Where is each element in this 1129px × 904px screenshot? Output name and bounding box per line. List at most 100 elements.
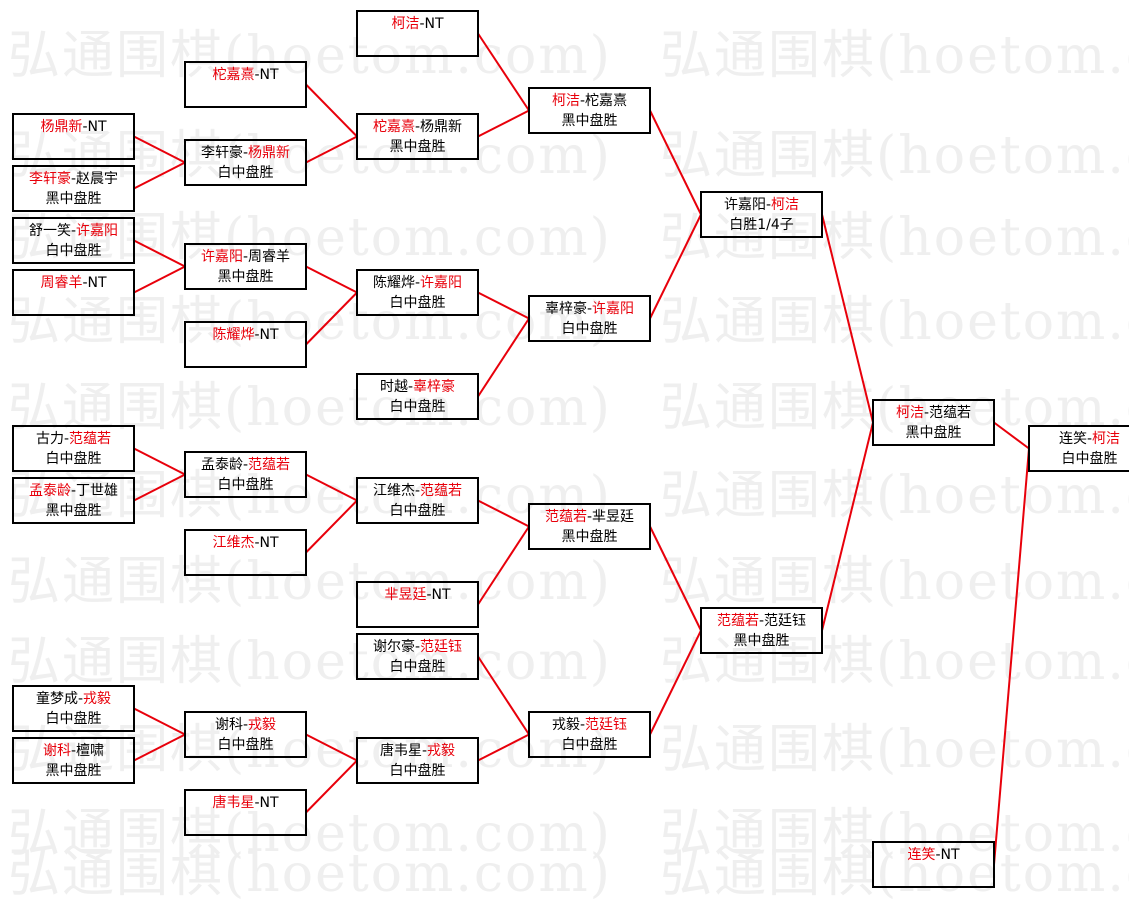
bracket-connector-line (649, 110, 702, 215)
player-text: -NT (426, 587, 451, 603)
player-text: 时越- (379, 379, 414, 395)
match-box: 舒一笑-许嘉阳白中盘胜 (12, 217, 135, 264)
match-box: 时越-辜梓豪白中盘胜 (356, 373, 479, 420)
bracket-connector-line (133, 733, 186, 762)
match-box: 连笑-NT (872, 841, 995, 888)
player-text: -周睿羊 (242, 249, 291, 265)
match-box: 芈昱廷-NT (356, 581, 479, 628)
winner-name: 范蕴若 (69, 431, 112, 447)
player-text: -NT (419, 16, 444, 32)
winner-name: 谢科 (42, 743, 71, 759)
match-players: 唐韦星-戎毅 (358, 741, 477, 761)
winner-name: 江维杰 (212, 535, 255, 551)
bracket-connector-line (477, 291, 530, 320)
match-result: 黑中盘胜 (45, 763, 102, 779)
player-text: 戎毅- (551, 717, 586, 733)
player-text: 谢尔豪- (372, 639, 421, 655)
match-result: 白中盘胜 (45, 243, 102, 259)
match-box: 李轩豪-赵晨宇黑中盘胜 (12, 165, 135, 212)
match-box: 谢尔豪-范廷钰白中盘胜 (356, 633, 479, 680)
winner-name: 范蕴若 (716, 613, 759, 629)
bracket-connector-line (993, 448, 1030, 865)
player-text: 孟泰龄- (200, 457, 249, 473)
winner-name: 杨鼎新 (40, 119, 83, 135)
match-result: 黑中盘胜 (217, 269, 274, 285)
match-box: 陈耀烨-许嘉阳白中盘胜 (356, 269, 479, 316)
player-text: -柁嘉熹 (579, 93, 628, 109)
winner-name: 范廷钰 (585, 717, 628, 733)
bracket-connector-line (305, 83, 358, 138)
match-result: 白中盘胜 (217, 477, 274, 493)
player-text: 谢科- (214, 717, 249, 733)
match-result: 黑中盘胜 (561, 529, 618, 545)
bracket-connector-line (477, 32, 530, 112)
match-result: 白中盘胜 (389, 399, 446, 415)
match-box: 柯洁-柁嘉熹黑中盘胜 (528, 87, 651, 134)
player-text: 许嘉阳- (723, 197, 772, 213)
match-box: 范蕴若-范廷钰黑中盘胜 (700, 607, 823, 654)
match-result: 白中盘胜 (45, 451, 102, 467)
player-text: 辜梓豪- (544, 301, 593, 317)
match-box: 陈耀烨-NT (184, 321, 307, 368)
match-players: 许嘉阳-周睿羊 (186, 247, 305, 267)
player-text: -NT (254, 67, 279, 83)
match-result: 白中盘胜 (389, 503, 446, 519)
bracket-connector-line (133, 239, 186, 268)
bracket-connector-line (649, 630, 702, 735)
bracket-connector-line (477, 525, 530, 606)
match-box: 李轩豪-杨鼎新白中盘胜 (184, 139, 307, 186)
match-result: 白中盘胜 (45, 711, 102, 727)
player-text: -NT (82, 119, 107, 135)
match-result: 白中盘胜 (389, 763, 446, 779)
player-text: -芈昱廷 (586, 509, 635, 525)
winner-name: 孟泰龄 (28, 483, 71, 499)
match-box: 谢科-戎毅白中盘胜 (184, 711, 307, 758)
match-box: 谢科-檀啸黑中盘胜 (12, 737, 135, 784)
match-players: 范蕴若-范廷钰 (702, 611, 821, 631)
player-text: -赵晨宇 (70, 171, 119, 187)
player-text: 陈耀烨- (372, 275, 421, 291)
match-players: 唐韦星-NT (186, 793, 305, 813)
bracket-connector-line (133, 473, 186, 502)
match-players: 古力-范蕴若 (14, 429, 133, 449)
match-players: 孟泰龄-范蕴若 (186, 455, 305, 475)
match-players: 范蕴若-芈昱廷 (530, 507, 649, 527)
match-players: 周睿羊-NT (14, 273, 133, 293)
bracket-connector-line (305, 265, 358, 294)
bracket-connector-line (305, 135, 358, 164)
winner-name: 戎毅 (83, 691, 112, 707)
winner-name: 柯洁 (551, 93, 580, 109)
match-result: 黑中盘胜 (45, 503, 102, 519)
match-result: 白胜1/4子 (729, 217, 794, 233)
winner-name: 戎毅 (248, 717, 277, 733)
bracket-connector-line (649, 526, 702, 631)
match-result: 白中盘胜 (217, 737, 274, 753)
match-result: 白中盘胜 (389, 659, 446, 675)
player-text: -NT (254, 327, 279, 343)
match-players: 辜梓豪-许嘉阳 (530, 299, 649, 319)
bracket-connector-line (133, 265, 186, 294)
match-players: 江维杰-NT (186, 533, 305, 553)
match-box: 戎毅-范廷钰白中盘胜 (528, 711, 651, 758)
bracket-connector-line (477, 317, 530, 398)
winner-name: 许嘉阳 (420, 275, 463, 291)
player-text: 童梦成- (35, 691, 84, 707)
match-players: 舒一笑-许嘉阳 (14, 221, 133, 241)
bracket-connector-line (477, 109, 530, 138)
match-box: 柯洁-范蕴若黑中盘胜 (872, 399, 995, 446)
player-text: -NT (935, 847, 960, 863)
winner-name: 李轩豪 (28, 171, 71, 187)
match-box: 辜梓豪-许嘉阳白中盘胜 (528, 295, 651, 342)
match-box: 范蕴若-芈昱廷黑中盘胜 (528, 503, 651, 550)
winner-name: 陈耀烨 (212, 327, 255, 343)
player-text: -范蕴若 (923, 405, 972, 421)
player-text: -丁世雄 (70, 483, 119, 499)
match-box: 杨鼎新-NT (12, 113, 135, 160)
winner-name: 许嘉阳 (200, 249, 243, 265)
match-players: 柁嘉熹-NT (186, 65, 305, 85)
match-result: 白中盘胜 (561, 321, 618, 337)
winner-name: 柯洁 (1092, 431, 1121, 447)
match-result: 白中盘胜 (561, 737, 618, 753)
player-text: 唐韦星- (379, 743, 428, 759)
match-box: 童梦成-戎毅白中盘胜 (12, 685, 135, 732)
